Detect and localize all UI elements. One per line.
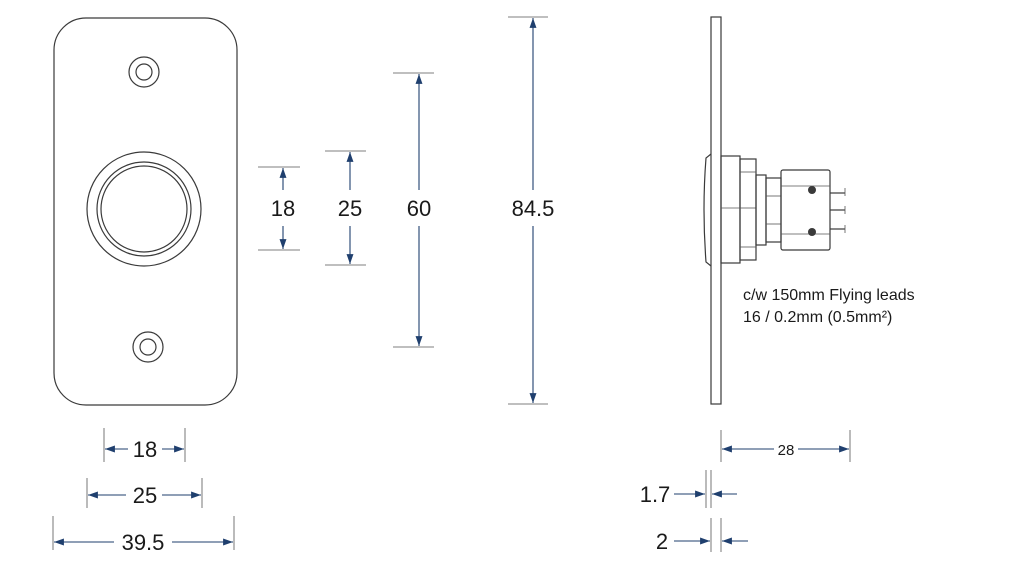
- dim-depth-body: 28: [720, 430, 851, 462]
- wiring-note-line1: c/w 150mm Flying leads: [743, 287, 915, 304]
- bottom-screw-hole: [132, 331, 164, 363]
- dim-width-plate: 39.5: [52, 516, 235, 555]
- threaded-body: [720, 155, 757, 264]
- face-plate: [53, 17, 238, 406]
- side-plate: [710, 16, 722, 405]
- dim-label-height-plate: 84.5: [512, 196, 555, 221]
- dim-label-plate-thickness: 2: [656, 529, 668, 554]
- dim-label-depth-body: 28: [778, 442, 795, 459]
- dim-plate-thickness: 2: [656, 518, 748, 554]
- switch-block: [755, 169, 831, 251]
- push-button: [86, 151, 202, 267]
- front-view: [53, 17, 238, 406]
- terminal-screw-bottom: [808, 228, 816, 236]
- terminal-pins: [830, 188, 846, 233]
- dim-height-button: 18: [258, 166, 300, 251]
- dim-height-bezel: 25: [325, 150, 366, 266]
- dim-label-width-plate: 39.5: [122, 530, 165, 555]
- dim-height-plate: 84.5: [508, 16, 555, 405]
- side-view: [703, 16, 846, 405]
- dim-label-height-hole-spacing: 60: [407, 196, 431, 221]
- dim-label-bezel-thickness: 1.7: [640, 482, 671, 507]
- dim-height-hole-spacing: 60: [393, 72, 434, 348]
- dim-label-height-bezel: 25: [338, 196, 362, 221]
- dim-bezel-thickness: 1.7: [640, 470, 737, 508]
- top-screw-hole: [128, 56, 160, 88]
- button-cap-profile: [703, 153, 712, 267]
- dim-width-bezel: 25: [86, 478, 203, 508]
- wiring-note-line2: 16 / 0.2mm (0.5mm²): [743, 309, 892, 326]
- dim-label-width-bezel: 25: [133, 483, 157, 508]
- dim-label-height-button: 18: [271, 196, 295, 221]
- terminal-screw-top: [808, 186, 816, 194]
- dim-width-button: 18: [103, 428, 186, 462]
- dim-label-width-button: 18: [133, 437, 157, 462]
